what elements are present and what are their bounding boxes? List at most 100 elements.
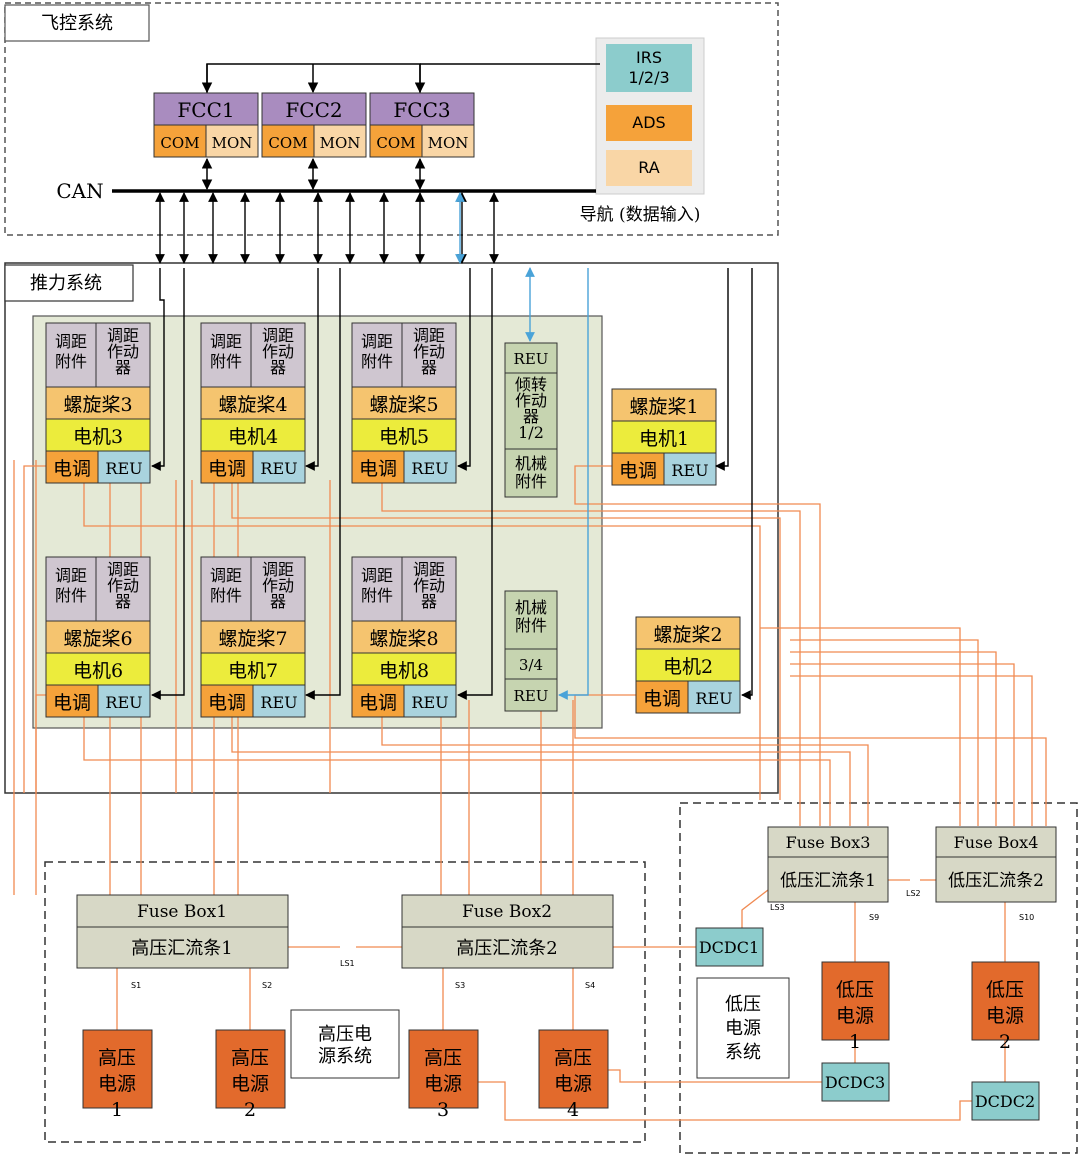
propeller-label: 螺旋桨6 — [63, 628, 132, 650]
propeller-label: 螺旋桨3 — [63, 394, 132, 416]
text-line: 电源 — [554, 1073, 592, 1095]
motor-label: 电机3 — [73, 426, 123, 448]
signal-arrow — [151, 268, 185, 700]
signal-arrow — [457, 268, 493, 700]
esc-label: 电调 — [359, 692, 397, 714]
propulsion-tag — [4, 264, 134, 302]
text-line: 附件 — [361, 352, 393, 371]
esc-box — [200, 684, 254, 718]
switch-ls3: LS3 — [770, 903, 785, 912]
text-line: 4 — [567, 1099, 579, 1121]
pitch-actuator-label: 调距作动器 — [107, 560, 139, 611]
text-line: 附件 — [515, 616, 547, 635]
tilt-bottom-reu: REU — [514, 687, 549, 705]
esc-box — [635, 680, 689, 714]
text-line: 附件 — [210, 586, 242, 605]
pitch-actuator-box — [95, 556, 151, 622]
text-line: 电源 — [98, 1073, 136, 1095]
text-line: 附件 — [515, 472, 547, 491]
irs-box — [606, 44, 692, 92]
tilt-bottom-mech: 机械附件 — [515, 598, 547, 635]
esc-label: 电调 — [53, 458, 91, 480]
ra-label: RA — [638, 158, 659, 177]
text-line: 调距 — [107, 326, 139, 345]
propeller-box — [200, 386, 306, 420]
motor-label: 电机5 — [379, 426, 429, 448]
hv-system-tag — [290, 1009, 400, 1079]
pitch-accessory-label: 调距附件 — [55, 332, 87, 371]
propeller-box — [351, 386, 457, 420]
text-line: 电源 — [725, 1018, 761, 1039]
ads-label: ADS — [632, 113, 665, 132]
fcc3-name: FCC3 — [393, 98, 450, 122]
text-line: 调距 — [210, 332, 242, 351]
reu-box — [97, 450, 151, 484]
reu-label: REU — [671, 461, 708, 480]
pitch-actuator-box — [401, 556, 457, 622]
lv-system-label: 低压电源系统 — [725, 994, 761, 1063]
text-line: 机械 — [515, 454, 547, 473]
power-wire — [83, 713, 831, 826]
reu-label: REU — [260, 459, 297, 478]
motor-label: 电机7 — [228, 660, 278, 682]
text-line: 调距 — [413, 560, 445, 579]
power-wire — [231, 713, 851, 826]
text-line: 电源 — [231, 1073, 269, 1095]
power-wire — [790, 675, 1033, 826]
propeller-box — [200, 620, 306, 654]
switch-s9: S9 — [869, 913, 879, 922]
fcc1-mon: MON — [212, 134, 253, 152]
esc-box — [611, 452, 665, 486]
text-line: 作动 — [515, 391, 547, 410]
pitch-accessory-label: 调距附件 — [361, 332, 393, 371]
text-line: 电源 — [836, 1005, 874, 1027]
propeller-box — [45, 620, 151, 654]
reu-box — [97, 684, 151, 718]
text-line: 作动 — [262, 576, 294, 595]
esc-label: 电调 — [359, 458, 397, 480]
motor-label: 电机6 — [73, 660, 123, 682]
signal-arrow — [457, 268, 471, 471]
reu-label: REU — [260, 693, 297, 712]
esc-label: 电调 — [208, 692, 246, 714]
hv-bus-1: 高压汇流条1 — [131, 938, 232, 959]
text-line: 3 — [437, 1099, 449, 1121]
power-wire — [608, 1069, 822, 1083]
power-wire — [83, 483, 761, 800]
text-line: 器 — [270, 358, 286, 377]
text-line: 高压 — [554, 1047, 592, 1069]
text-line: 低压 — [725, 994, 761, 1015]
fcc3: FCC3 COM MON — [369, 92, 475, 158]
flight-control-tag — [4, 4, 150, 42]
text-line: 器 — [523, 407, 539, 426]
reu-box — [252, 450, 306, 484]
pitch-actuator-label: 调距作动器 — [413, 326, 445, 377]
tilt-bottom-num: 3/4 — [519, 656, 543, 674]
motor-label: 电机2 — [663, 656, 713, 678]
signal-arrow — [305, 268, 341, 700]
hv-bus-2: 高压汇流条2 — [456, 938, 557, 959]
tilt-top-reu: REU — [514, 350, 549, 368]
text-line: 高压 — [98, 1047, 136, 1069]
text-line: 系统 — [725, 1042, 761, 1063]
tilt-unit-bottom: 机械附件 3/4 REU — [504, 590, 558, 712]
esc-label: 电调 — [619, 460, 657, 482]
motor-label: 电机1 — [639, 428, 689, 450]
lv-power-frame — [679, 802, 1078, 1154]
pitch-accessory-label: 调距附件 — [361, 566, 393, 605]
text-line: 作动 — [107, 576, 139, 595]
hv-system-label: 高压电源系统 — [318, 1024, 372, 1067]
reu-label: REU — [411, 459, 448, 478]
text-line: 高压电 — [318, 1024, 372, 1045]
text-line: 调距 — [413, 326, 445, 345]
power-wire — [741, 889, 769, 928]
pitch-accessory-box — [45, 556, 97, 622]
power-wire — [790, 663, 1015, 826]
propeller-label: 螺旋桨8 — [369, 628, 438, 650]
